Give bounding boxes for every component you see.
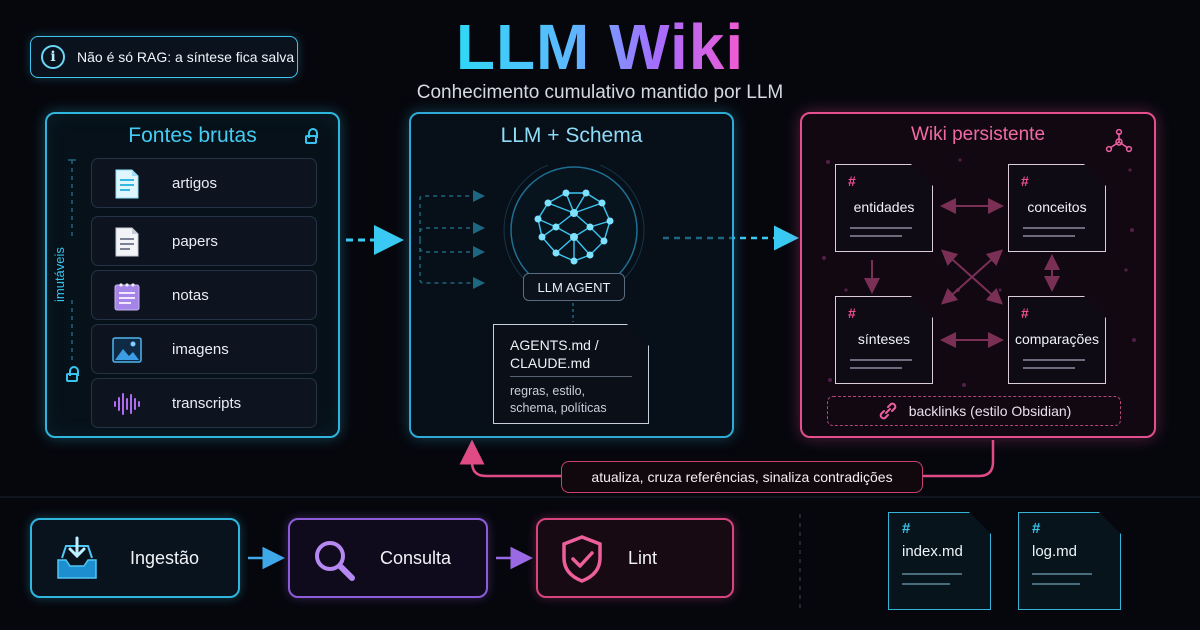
wiki-page-name: sínteses	[857, 331, 911, 347]
article-icon	[115, 169, 139, 199]
rag-notice-text: Não é só RAG: a síntese fica salva	[77, 49, 295, 65]
step-label: Consulta	[380, 547, 452, 568]
backlinks-label: backlinks (estilo Obsidian)	[908, 403, 1072, 419]
schema-doc[interactable]: AGENTS.md / CLAUDE.md regras, estilo, sc…	[493, 324, 649, 424]
llm-panel-title: LLM + Schema	[500, 124, 643, 147]
file-log-md[interactable]: # log.md	[1018, 512, 1121, 610]
inbox-download-icon	[57, 536, 97, 579]
sources-panel-title: Fontes brutas	[128, 124, 257, 147]
rag-notice: i Não é só RAG: a síntese fica salva	[30, 36, 298, 78]
schema-doc-title-2: CLAUDE.md	[510, 355, 591, 371]
source-item-imagens[interactable]: imagens	[91, 324, 317, 374]
search-icon	[315, 541, 355, 581]
brain-network-icon	[503, 165, 645, 295]
backlinks-bar[interactable]: backlinks (estilo Obsidian)	[827, 396, 1121, 426]
step-lint[interactable]: Lint	[536, 518, 734, 598]
step-label: Lint	[628, 547, 658, 568]
lock-small-icon	[66, 366, 79, 382]
wiki-page-conceitos[interactable]: # conceitos	[1008, 164, 1106, 252]
audio-wave-icon	[114, 393, 140, 415]
info-icon: i	[41, 45, 65, 69]
wiki-page-name: entidades	[853, 199, 915, 215]
image-icon	[112, 337, 142, 363]
step-ingestao[interactable]: Ingestão	[30, 518, 240, 598]
page-title: LLM Wiki	[455, 11, 745, 83]
llm-agent-badge: LLM AGENT	[523, 273, 625, 301]
source-item-artigos[interactable]: artigos	[91, 158, 317, 208]
paper-icon	[115, 227, 139, 257]
feedback-label: atualiza, cruza referências, sinaliza co…	[561, 461, 923, 493]
wiki-panel-title: Wiki persistente	[910, 124, 1046, 145]
graph-network-icon	[1105, 128, 1133, 153]
source-item-papers[interactable]: papers	[91, 216, 317, 266]
feedback-arrow	[459, 439, 561, 478]
lock-icon	[305, 128, 318, 144]
file-name: log.md	[1032, 543, 1078, 560]
source-label: transcripts	[172, 395, 242, 412]
source-item-transcripts[interactable]: transcripts	[91, 378, 317, 428]
step-consulta[interactable]: Consulta	[288, 518, 488, 598]
notepad-icon	[114, 283, 140, 311]
shield-check-icon	[562, 535, 602, 583]
file-name: index.md	[902, 543, 963, 560]
schema-doc-desc-2: schema, políticas	[510, 401, 607, 415]
file-index-md[interactable]: # index.md	[888, 512, 991, 610]
page-subtitle: Conhecimento cumulativo mantido por LLM	[416, 82, 784, 103]
source-label: imagens	[172, 341, 229, 358]
wiki-page-name: comparações	[1014, 331, 1100, 347]
wiki-panel: Wiki persistente	[800, 112, 1156, 438]
wiki-page-name: conceitos	[1027, 199, 1087, 215]
immutable-label: imutáveis	[52, 247, 67, 302]
link-icon	[879, 402, 896, 420]
step-label: Ingestão	[130, 547, 200, 568]
wiki-page-comparacoes[interactable]: # comparações	[1008, 296, 1106, 384]
source-label: artigos	[172, 175, 218, 192]
wiki-page-sinteses[interactable]: # sínteses	[835, 296, 933, 384]
schema-doc-desc-1: regras, estilo,	[510, 384, 586, 398]
schema-doc-title-1: AGENTS.md /	[510, 337, 599, 353]
source-label: papers	[172, 233, 218, 250]
source-label: notas	[172, 287, 209, 304]
source-item-notas[interactable]: notas	[91, 270, 317, 320]
wiki-page-entidades[interactable]: # entidades	[835, 164, 933, 252]
